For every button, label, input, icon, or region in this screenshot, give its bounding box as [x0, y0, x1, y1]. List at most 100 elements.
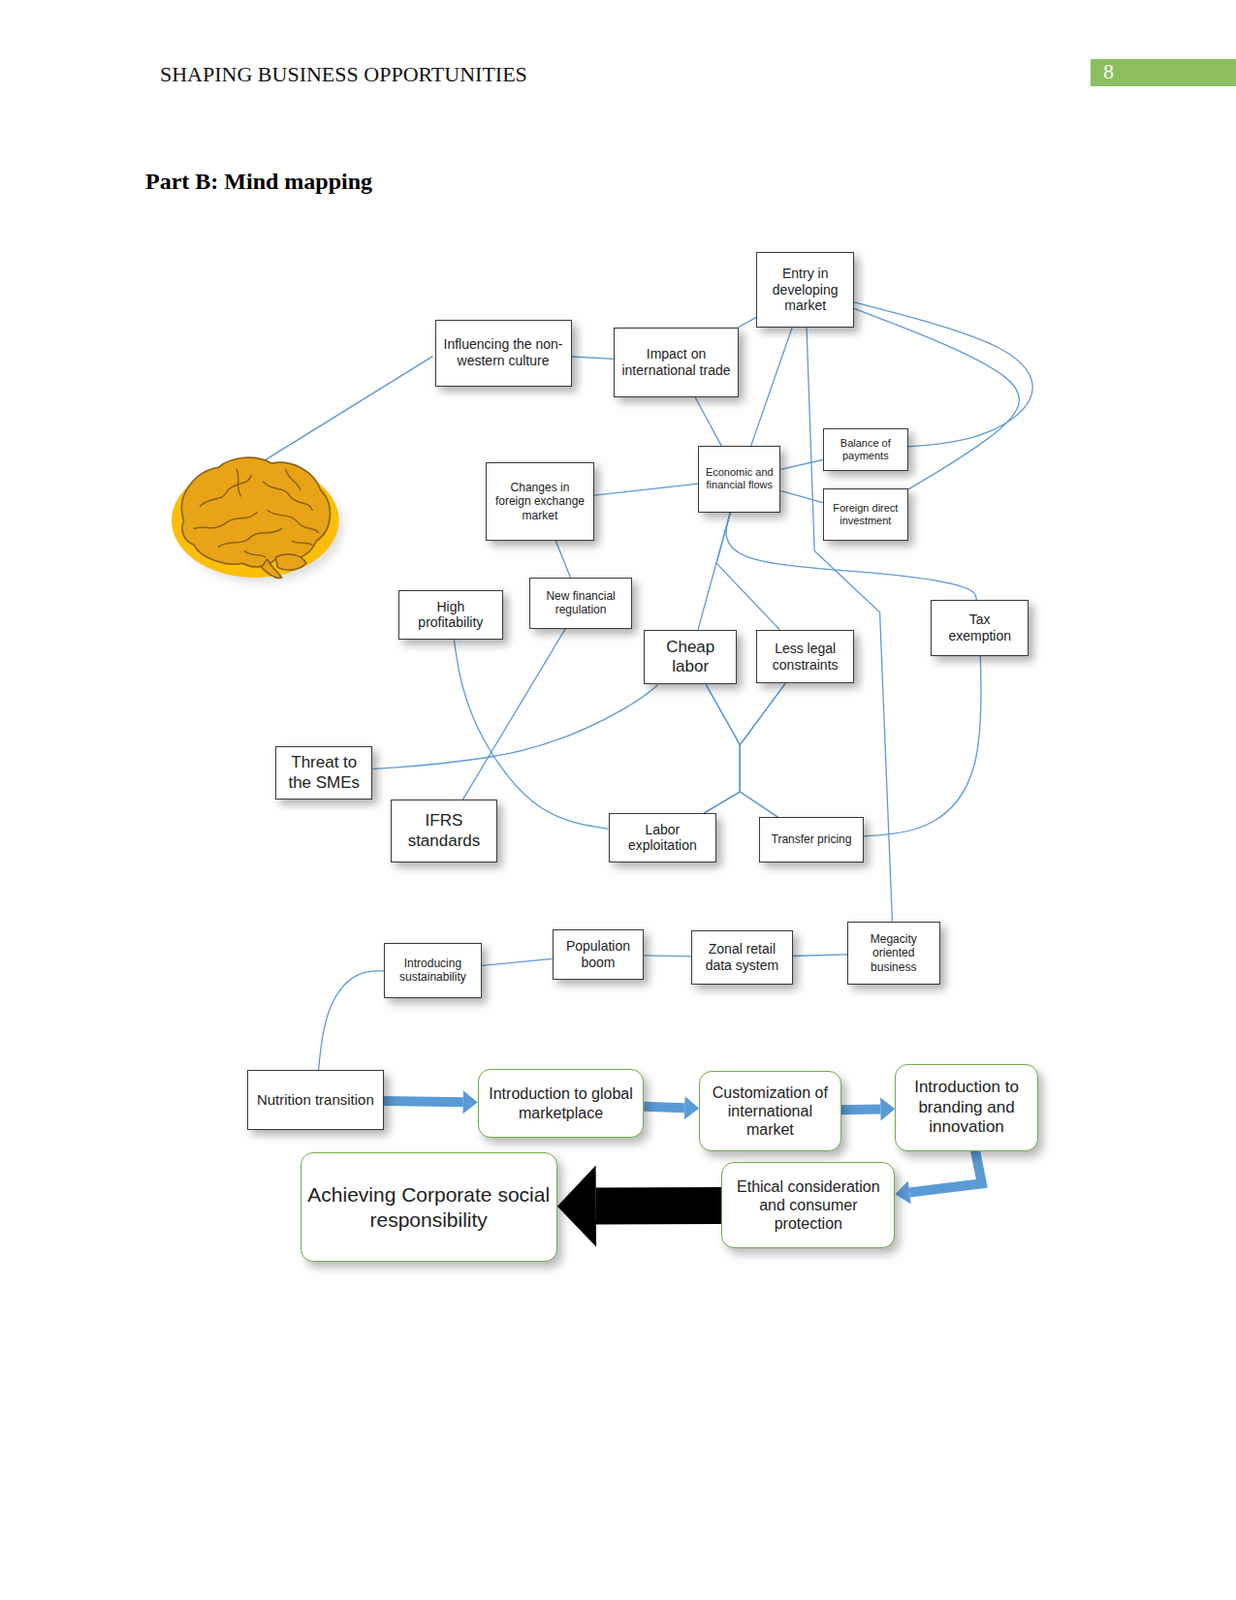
connector-line: [780, 460, 823, 471]
mind-map-box: Megacity oriented business: [847, 921, 941, 985]
connector-line: [737, 316, 757, 328]
connector-line: [317, 971, 383, 1072]
connector-path: [643, 955, 691, 957]
connector-line: [643, 955, 691, 957]
mind-map-box: New financial regulation: [529, 577, 632, 630]
node-text: Population boom: [558, 938, 639, 972]
process-box: Customization of international market: [698, 1071, 841, 1151]
mind-map-box: Transfer pricing: [759, 817, 863, 862]
process-box: Introduction to branding and innovation: [894, 1064, 1038, 1151]
connector-line: [703, 684, 740, 814]
connector-line: [462, 629, 566, 801]
connector-path: [739, 683, 786, 818]
connector-path: [780, 490, 823, 503]
mind-map-box: Influencing the non-western culture: [435, 319, 572, 387]
running-header: SHAPING BUSINESS OPPORTUNITIES: [159, 62, 528, 88]
connector-path: [703, 684, 740, 814]
mind-map-box: Nutrition transition: [247, 1070, 384, 1130]
connector-path: [780, 460, 823, 471]
connector-path: [643, 1107, 685, 1110]
process-box: Achieving Corporate social responsibilit…: [300, 1152, 558, 1264]
connector-line: [571, 356, 614, 359]
page-number: 8: [1103, 59, 1114, 85]
node-text: Introduction to global marketplace: [483, 1084, 639, 1122]
connector-path: [751, 327, 793, 446]
flow-arrow: [894, 1151, 983, 1205]
node-text: Megacity oriented business: [853, 932, 935, 975]
node-text: Influencing the non-western culture: [441, 336, 567, 370]
leader-line: [263, 356, 434, 462]
connector-line: [594, 483, 698, 496]
connector-path: [841, 1104, 882, 1115]
node-text: Transfer pricing: [771, 832, 853, 847]
node-text: Foreign direct investment: [828, 502, 903, 528]
connector-line: [780, 490, 823, 503]
connector-line: [695, 397, 722, 447]
process-box: Ethical consideration and consumer prote…: [721, 1162, 895, 1248]
connector-path: [594, 483, 698, 496]
node-text: High profitability: [404, 599, 498, 633]
connector-path: [705, 684, 778, 818]
node-text: Ethical consideration and consumer prote…: [727, 1177, 889, 1235]
node-text: Impact on international trade: [619, 346, 734, 380]
flow-arrow: [643, 1096, 699, 1120]
node-text: Threat to the SMEs: [281, 753, 367, 793]
connector-line: [372, 684, 659, 769]
node-text: IFRS standards: [396, 811, 491, 852]
connector-path: [596, 1187, 723, 1226]
node-text: Introducing sustainability: [389, 956, 476, 985]
connector-path: [854, 302, 1033, 447]
mind-map-box: IFRS standards: [390, 799, 497, 862]
connector-path: [909, 1151, 983, 1194]
mind-map-box: Foreign direct investment: [823, 488, 909, 541]
node-text: Economic and financial flows: [703, 466, 775, 492]
mind-map-box: Balance of payments: [823, 428, 909, 472]
mind-map-box: Cheap labor: [643, 630, 737, 686]
node-text: Zonal retail data system: [697, 941, 788, 975]
connector-path: [555, 540, 571, 578]
mind-map-box: Labor exploitation: [608, 813, 718, 863]
page-title: Part B: Mind mapping: [145, 168, 373, 195]
connector-path: [792, 954, 848, 957]
connector-path: [481, 958, 553, 966]
node-text: Balance of payments: [828, 437, 903, 463]
connector-path: [372, 684, 659, 769]
arrow-head: [463, 1090, 478, 1114]
process-box: Introduction to global marketplace: [477, 1069, 645, 1139]
mind-map-box: Changes in foreign exchange market: [485, 462, 595, 541]
connector-path: [462, 629, 566, 801]
node-text: Customization of international market: [704, 1083, 835, 1141]
flow-arrow: [841, 1097, 896, 1121]
mind-map-box: Population boom: [552, 929, 645, 981]
connector-line: [703, 683, 786, 814]
arrow-head: [684, 1096, 699, 1120]
connector-path: [703, 683, 786, 814]
flow-arrow: [557, 1166, 723, 1248]
arrow-head: [557, 1166, 597, 1248]
node-text: Tax exemption: [936, 611, 1023, 645]
node-text: Achieving Corporate social responsibilit…: [306, 1182, 552, 1232]
connector-line: [792, 954, 848, 957]
mind-map-box: Threat to the SMEs: [275, 746, 373, 801]
connector-path: [737, 316, 757, 328]
connector-line: [705, 684, 778, 818]
mind-map-box: Introducing sustainability: [383, 943, 482, 999]
node-text: Entry in developing market: [761, 265, 849, 315]
arrow-head: [880, 1097, 895, 1121]
connector-path: [863, 656, 982, 837]
mind-map-box: Less legal constraints: [756, 630, 855, 685]
node-text: Less legal constraints: [761, 640, 849, 674]
mind-map-box: Zonal retail data system: [691, 930, 793, 985]
node-text: Nutrition transition: [256, 1091, 375, 1110]
arrow-head: [894, 1181, 911, 1205]
node-text: New financial regulation: [535, 589, 626, 618]
connector-line: [555, 540, 571, 578]
flow-arrow: [383, 1090, 478, 1114]
node-text: Cheap labor: [649, 637, 731, 678]
connector-line: [481, 958, 553, 966]
connector-line: [854, 302, 1033, 447]
node-text: Changes in foreign exchange market: [491, 480, 589, 523]
